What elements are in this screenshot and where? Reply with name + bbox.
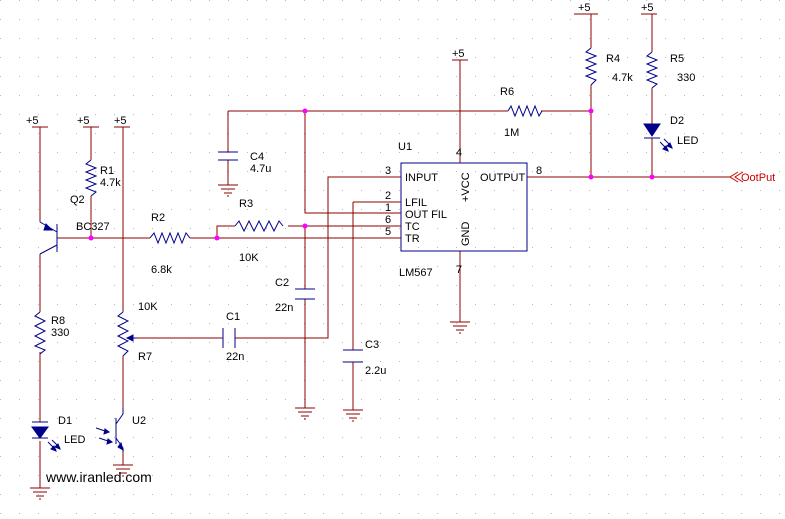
r5-value: 330	[677, 72, 695, 84]
c3-ref: C3	[365, 339, 379, 351]
r2-value: 6.8k	[151, 264, 172, 276]
transistor-q2: Q2 BC327	[39, 194, 110, 255]
resistor-r8: R8 330	[33, 311, 69, 355]
q2-ref: Q2	[70, 194, 85, 206]
d1-value: LED	[64, 434, 85, 446]
pin-label-vcc: +VCC	[460, 172, 472, 202]
d2-value: LED	[677, 135, 698, 147]
pin-label-tc: TC	[405, 221, 420, 233]
junction-dots	[88, 108, 655, 241]
output-port: OotPut	[729, 171, 775, 184]
ic-body	[400, 162, 528, 252]
r1-ref: R1	[100, 165, 114, 177]
r3-ref: R3	[239, 198, 253, 210]
c3-value: 2.2u	[365, 365, 386, 377]
resistor-r5: R5 330	[645, 51, 695, 89]
potentiometer-r7: 10K R7	[116, 301, 158, 363]
pin-number-outfil: 1	[385, 202, 391, 214]
pin-number-input: 3	[385, 165, 391, 177]
c2-ref: C2	[275, 277, 289, 289]
supply-r7: +5	[114, 115, 127, 127]
r6-ref: R6	[500, 86, 514, 98]
supply-q2: +5	[26, 115, 39, 127]
c4-ref: C4	[250, 151, 264, 163]
pin-number-tr: 5	[385, 226, 391, 238]
supply-u1: +5	[452, 48, 465, 60]
ground-symbols	[30, 184, 470, 500]
capacitor-c4: C4 4.7u	[218, 151, 271, 175]
pin-label-outfil: OUT FIL	[405, 209, 447, 221]
capacitor-c3: C3 2.2u	[343, 339, 386, 377]
led-d1: D1 LED	[31, 415, 85, 452]
c4-value: 4.7u	[250, 163, 271, 175]
pin-label-input: INPUT	[405, 172, 438, 184]
r2-ref: R2	[151, 212, 165, 224]
pin-number-tc: 6	[385, 214, 391, 226]
supply-r1: +5	[77, 115, 90, 127]
phototransistor-u2: U2	[95, 408, 146, 452]
r1-value: 4.7k	[100, 177, 121, 189]
r3-value: 10K	[239, 252, 259, 264]
pin-number-vcc: 4	[456, 147, 462, 159]
r5-ref: R5	[670, 53, 684, 65]
watermark-text: www.iranled.com	[45, 469, 152, 485]
supply-r5: +5	[641, 2, 654, 14]
ic-ref: U1	[398, 141, 412, 153]
r6-value: 1M	[504, 127, 519, 139]
resistor-r6: R6 1M	[500, 86, 543, 139]
capacitor-c1: C1 22n	[222, 311, 244, 363]
d1-ref: D1	[58, 415, 72, 427]
r4-value: 4.7k	[612, 72, 633, 84]
r8-value: 330	[51, 327, 69, 339]
c1-value: 22n	[226, 351, 244, 363]
c2-value: 22n	[275, 302, 293, 314]
resistor-r3: R3 10K	[234, 198, 284, 264]
pin-label-lfil: LFIL	[405, 197, 427, 209]
pin-number-gnd: 7	[456, 264, 462, 276]
r7-ref: R7	[138, 351, 152, 363]
resistor-r1: R1 4.7k	[84, 159, 121, 197]
resistor-r4: R4 4.7k	[584, 47, 633, 86]
d2-ref: D2	[670, 115, 684, 127]
r4-ref: R4	[606, 53, 620, 65]
ic-lm567: INPUT LFIL OUT FIL TC TR OUTPUT +VCC GND…	[372, 141, 552, 279]
supply-labels: +5 +5 +5 +5 +5 +5	[26, 2, 654, 127]
u2-ref: U2	[132, 415, 146, 427]
output-port-label: OotPut	[741, 172, 775, 184]
r7-value: 10K	[138, 301, 158, 313]
pin-label-gnd: GND	[460, 222, 472, 247]
led-d2: D2 LED	[643, 115, 698, 152]
pin-number-lfil: 2	[385, 190, 391, 202]
supply-r4: +5	[578, 2, 591, 14]
q2-value: BC327	[76, 221, 110, 233]
pin-label-tr: TR	[405, 233, 420, 245]
pin-number-output: 8	[536, 165, 542, 177]
ic-part: LM567	[399, 267, 433, 279]
r8-ref: R8	[51, 315, 65, 327]
resistor-r2: R2 6.8k	[149, 212, 191, 276]
capacitor-c2: C2 22n	[275, 277, 315, 314]
pin-label-output: OUTPUT	[480, 172, 526, 184]
c1-ref: C1	[226, 311, 240, 323]
